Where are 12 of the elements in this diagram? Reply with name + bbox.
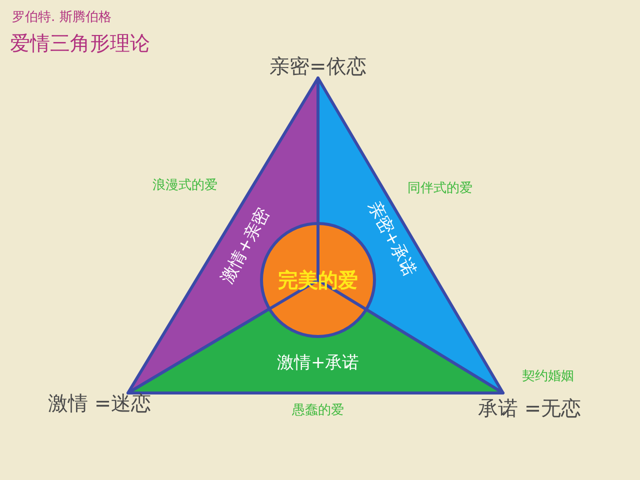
love-type-label: 契约婚姻 [522,368,574,385]
love-type-label: 浪漫式的爱 [152,177,218,194]
region-label: 激情+亲密 [216,203,275,287]
title: 爱情三角形理论 [10,30,150,57]
love-type-label: 同伴式的爱 [408,180,472,197]
region-label: 亲密+承诺 [362,196,421,280]
author-label: 罗伯特. 斯腾伯格 [12,9,112,26]
vertex-label: 激情 =迷恋 [48,390,152,416]
vertex-label: 承诺 =无恋 [478,394,582,422]
region-label: 激情+承诺 [277,352,360,374]
love-type-label: 愚蠢的爱 [292,402,344,419]
vertex-label: 亲密=依恋 [270,52,366,80]
